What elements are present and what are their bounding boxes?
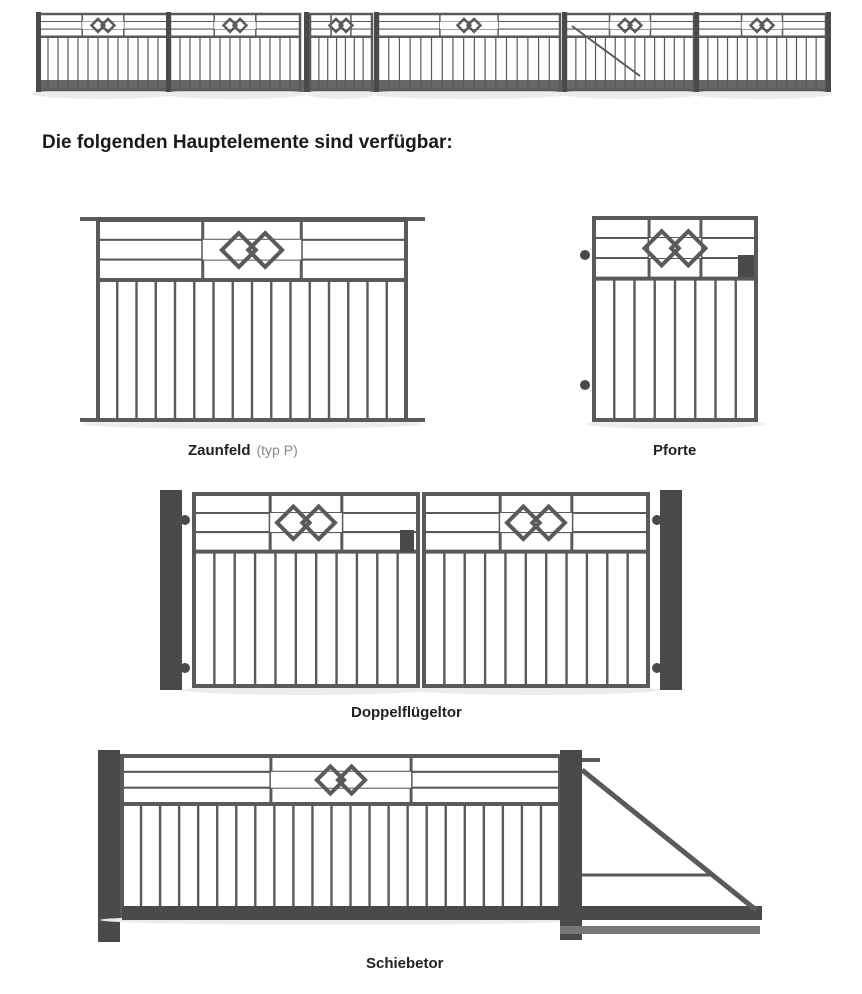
panel-frame: [192, 492, 420, 688]
diamond-ornament: [221, 17, 239, 34]
diamond-ornament: [327, 17, 345, 34]
shadow: [559, 89, 701, 99]
label-zaunfeld-note: (typ P): [256, 442, 298, 458]
overview-post: [374, 12, 379, 92]
overview-panel-2: [306, 12, 376, 99]
hinge-icon: [180, 663, 190, 673]
panel-frame: [308, 12, 374, 92]
overview-post: [304, 12, 309, 92]
diamond-ornament: [455, 17, 473, 34]
overview-post: [36, 12, 41, 92]
shadow: [368, 89, 570, 99]
diamond-ornament: [231, 17, 249, 34]
double-gate-right-wing: [412, 492, 660, 695]
diamond-ornament: [274, 503, 313, 542]
label-pforte: Pforte: [653, 442, 697, 459]
diamond-ornament: [89, 17, 107, 34]
overview-panel-0: [31, 12, 175, 99]
ornament-bg: [270, 513, 342, 533]
label-schiebetor: Schiebetor: [366, 955, 444, 972]
overview-post: [694, 12, 699, 92]
diamond-ornament: [245, 230, 285, 270]
overview-sliding-brace: [571, 25, 641, 77]
double-gate-left-wing: [182, 492, 430, 695]
diamond-ornament: [616, 17, 634, 34]
lock-icon: [400, 530, 414, 552]
sliding-gate-roller-track: [560, 926, 760, 934]
diamond-ornament: [337, 17, 355, 34]
hinge-icon: [652, 663, 662, 673]
zaunfeld-panel: [82, 218, 422, 429]
diamond-ornament: [219, 230, 259, 270]
diamond-ornament: [465, 17, 483, 34]
overview-post: [166, 12, 171, 92]
diamond-ornament: [314, 763, 347, 797]
shadow: [163, 89, 307, 99]
label-doppelfluegeltor: Doppelflügeltor: [351, 704, 462, 721]
gate-post-right: [660, 490, 682, 690]
sliding-gate-post-left: [98, 750, 120, 942]
pforte-panel: [585, 216, 765, 429]
diamond-ornament: [758, 17, 776, 34]
panel-frame: [422, 492, 650, 688]
lock-icon: [738, 255, 754, 277]
ornament-bg: [202, 239, 302, 260]
shadow: [31, 89, 175, 99]
diamond-ornament: [641, 228, 682, 269]
sliding-gate-panel: [100, 754, 582, 925]
page-heading: Die folgenden Hauptelemente sind verfügb…: [42, 132, 453, 153]
hinge-icon: [652, 515, 662, 525]
ornament-bg: [649, 237, 701, 258]
diamond-ornament: [529, 503, 568, 542]
gate-post-left: [160, 490, 182, 690]
shadow: [306, 89, 376, 99]
hinge-icon: [580, 380, 590, 390]
label-zaunfeld: Zaunfeld (typ P): [188, 442, 298, 459]
hinge-icon: [180, 515, 190, 525]
diamond-ornament: [626, 17, 644, 34]
diamond-ornament: [335, 763, 368, 797]
sliding-gate-post-right: [560, 750, 582, 940]
label-zaunfeld-name: Zaunfeld: [188, 442, 251, 459]
diamond-ornament: [668, 228, 709, 269]
hinge-icon: [580, 250, 590, 260]
diamond-ornament: [299, 503, 338, 542]
overview-panel-3: [368, 12, 570, 99]
overview-panel-5: [691, 12, 833, 99]
diamond-ornament: [748, 17, 766, 34]
diamond-ornament: [99, 17, 117, 34]
overview-post: [826, 12, 831, 92]
sliding-gate-bottom-beam: [122, 906, 762, 920]
sliding-gate-diagonal-brace: [580, 768, 758, 912]
overview-post: [562, 12, 567, 92]
shadow: [691, 89, 833, 99]
diamond-ornament: [504, 503, 543, 542]
ornament-bg: [500, 513, 572, 533]
